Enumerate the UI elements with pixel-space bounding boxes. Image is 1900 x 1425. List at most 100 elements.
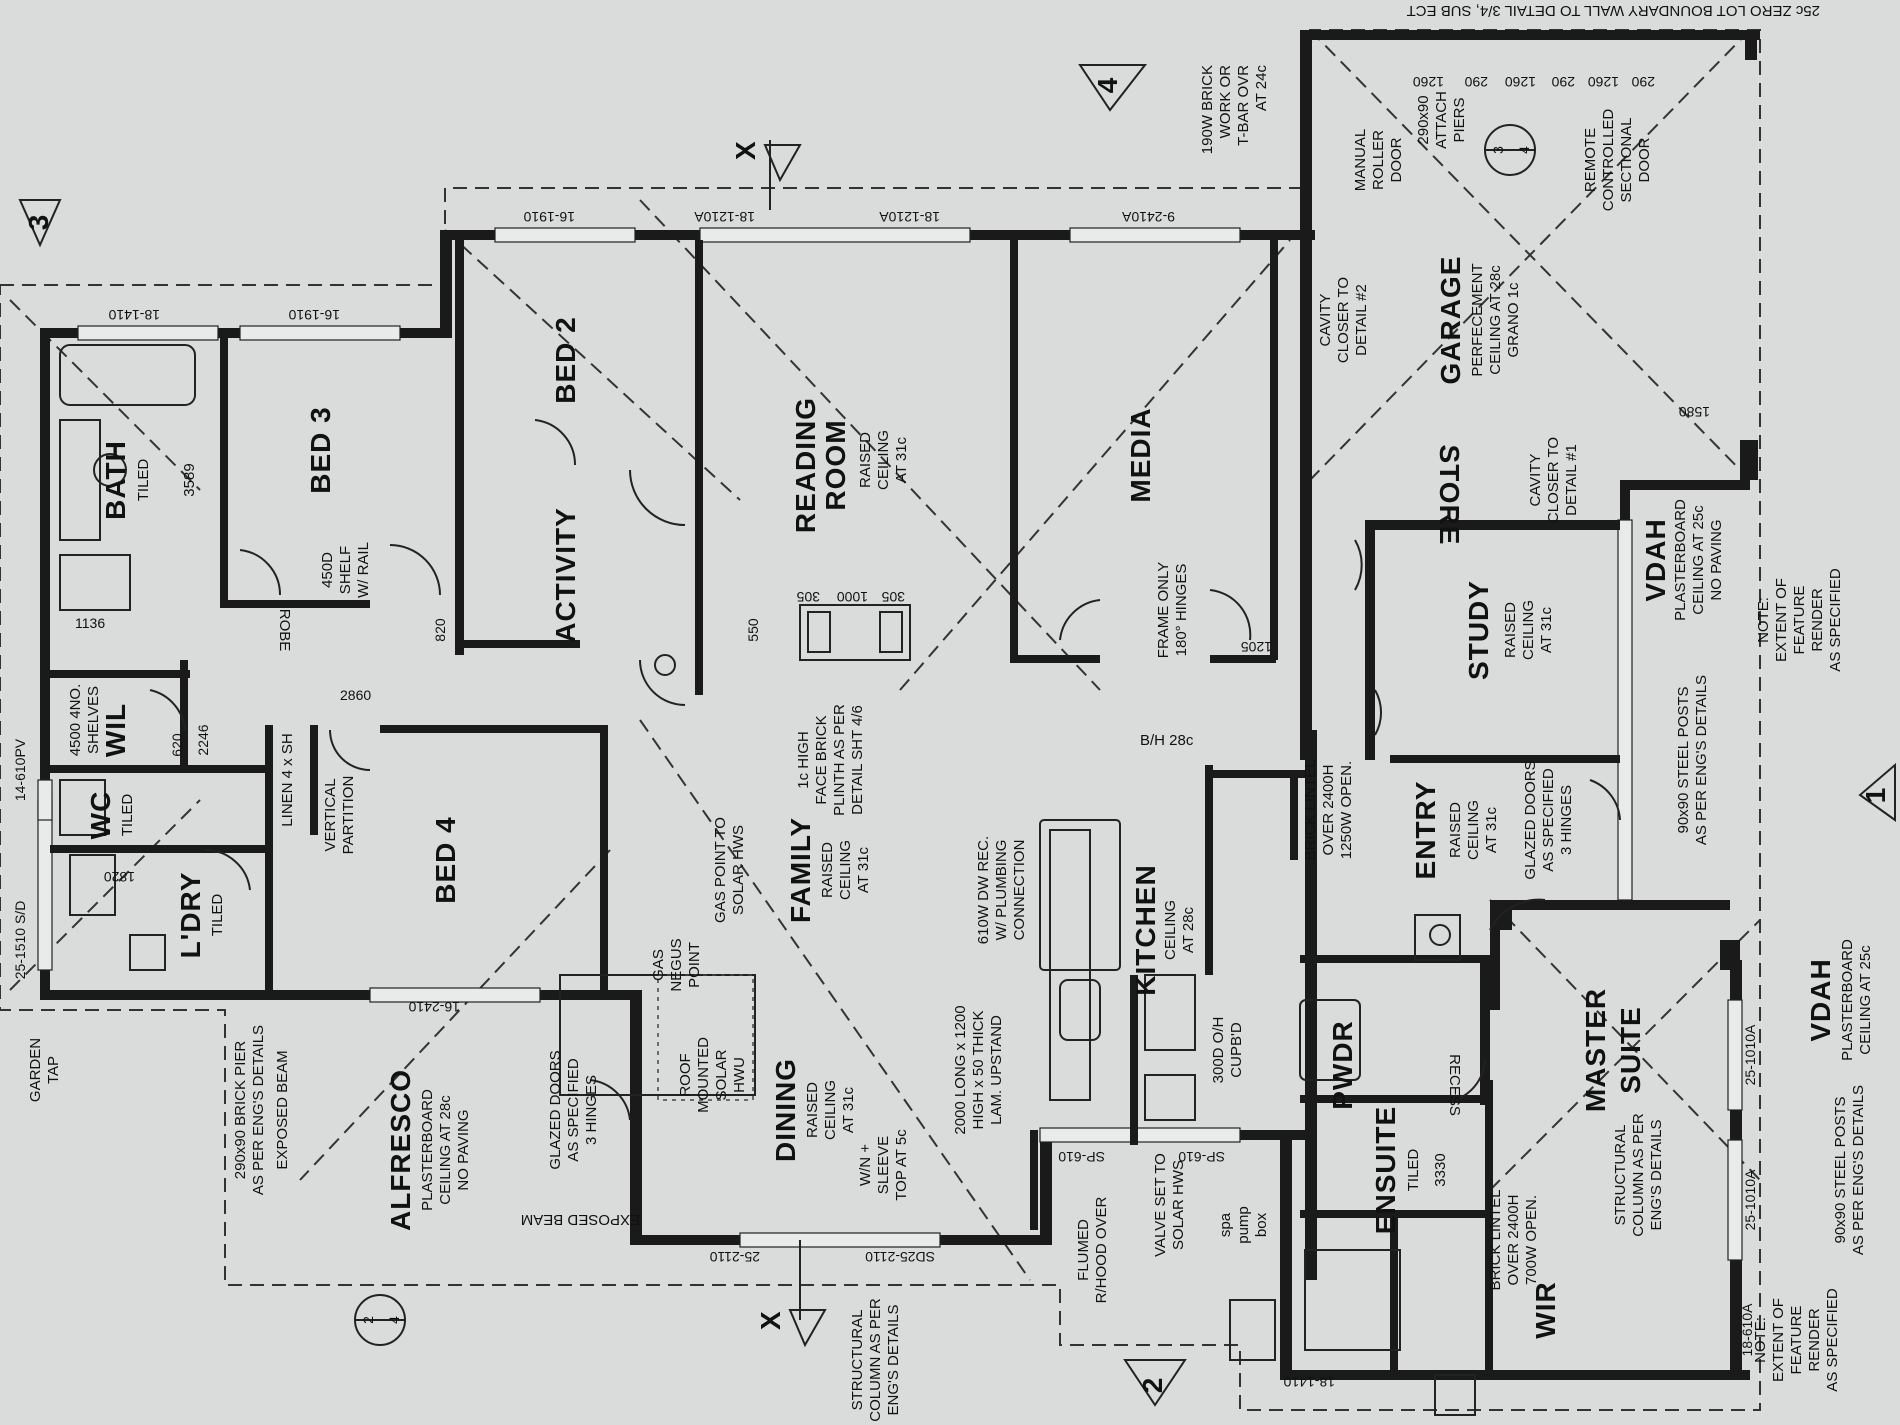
note-glazed-5: AS SPECIFIED [1540, 768, 1557, 872]
note-shelf-3: W/ RAIL [355, 542, 372, 598]
note-exposed-beam-1: EXPOSED BEAM [274, 1050, 291, 1169]
room-alfresco-sub2: CEILING AT 28c [437, 1095, 454, 1205]
note-gas-2: SOLAR HWS [730, 825, 747, 915]
dim-3: 16-1910 [523, 209, 575, 225]
room-pwdr: PWDR [1327, 1020, 1358, 1110]
note-glazed-1: GLAZED DOORS [547, 1050, 564, 1169]
note-struct-col-2: COLUMN AS PER [1630, 1113, 1647, 1237]
note-brickwork-4: AT 24c [1253, 65, 1270, 112]
note-remote-3: SECTIONAL [1618, 117, 1635, 202]
note-gas-1: GAS POINT TO [712, 817, 729, 923]
note-cavity2-a: CAVITY [1527, 453, 1544, 506]
dim-5: 18-1210A [879, 209, 940, 225]
note-garden-tap-1: GARDEN [27, 1038, 44, 1102]
note-cavity2-c: DETAIL #1 [1563, 444, 1580, 516]
note-negus-2: NEGUS [668, 938, 685, 991]
note-attach-2: ATTACH [1433, 91, 1450, 149]
dim-23: 1205 [1241, 639, 1272, 655]
note-extent-2: EXTENT OF [1773, 578, 1790, 662]
note-remote-1: REMOTE [1582, 128, 1599, 192]
dim-17: 290 [1631, 74, 1655, 90]
marker-2-4a: 2 [360, 1316, 376, 1324]
dim-35: 620 [169, 733, 185, 757]
note-spa-3: box [1253, 1212, 1270, 1237]
note-shelf-1: 450D [319, 552, 336, 588]
dim-22: 1820 [104, 869, 135, 885]
room-bath-num: 3589 [181, 463, 198, 496]
note-structural-3: ENG'S DETAILS [885, 1305, 902, 1416]
note-extent-1: NOTE: [1755, 597, 1772, 643]
note-roof-4: HWU [731, 1057, 748, 1093]
note-manual-1: MANUAL [1352, 129, 1369, 192]
note-sleeve-2: SLEEVE [875, 1136, 892, 1194]
room-ldry: L'DRY [175, 872, 206, 959]
room-garage: GARAGE [1435, 256, 1466, 385]
room-bath-tiled: TILED [135, 459, 152, 502]
room-family-sub1: RAISED [819, 842, 836, 898]
room-wil: WIL [100, 703, 131, 757]
note-glazed-3: 3 HINGES [583, 1075, 600, 1145]
room-bed4: BED 4 [430, 816, 461, 903]
note-extent-3: FEATURE [1791, 586, 1808, 655]
note-plinth-4: DETAIL SHT 4/6 [849, 705, 866, 815]
note-steel-2: AS PER ENG'S DETAILS [1693, 675, 1710, 845]
room-wc-tiled: TILED [119, 794, 136, 837]
dimensions: 18-1410 16-1910 16-1910 18-1210A 18-1210… [12, 74, 1758, 1390]
room-kitchen-sub1: CEILING [1162, 900, 1179, 960]
dim-10: 25-2110 [709, 1249, 760, 1265]
dim-31: 25-1010A [1742, 1169, 1758, 1230]
note-linen: LINEN 4 x SH [279, 733, 296, 826]
room-kitchen-sub2: AT 28c [1180, 906, 1197, 953]
room-dining-sub2: CEILING [822, 1080, 839, 1140]
note-remote-2: CONTROLLED [1600, 109, 1617, 212]
room-reading: READING [790, 397, 821, 533]
room-ensuite-num: 3330 [1432, 1153, 1449, 1186]
note-remote-4: DOOR [1636, 137, 1653, 182]
room-bath: BATH [100, 440, 131, 520]
room-reading-2: ROOM [820, 419, 851, 510]
note-steel-4: AS PER ENG'S DETAILS [1850, 1085, 1867, 1255]
room-vdah-2-sub1: PLASTERBOARD [1839, 939, 1856, 1061]
dim-11: SD25-2110 [865, 1249, 935, 1265]
note-bh: B/H 28c [1140, 732, 1194, 749]
interior-walls [50, 240, 1710, 1370]
note-sleeve-3: TOP AT 5c [893, 1129, 910, 1201]
note-extent-7: EXTENT OF [1770, 1298, 1787, 1382]
note-steel-1: 90x90 STEEL POSTS [1675, 686, 1692, 833]
note-cavity1-a: CAVITY [1317, 293, 1334, 346]
note-negus-1: GAS [650, 949, 667, 981]
note-shelf-2: SHELF [337, 546, 354, 594]
note-upstand-3: LAM. UPSTAND [988, 1015, 1005, 1125]
annotations: 25c ZERO LOT BOUNDARY WALL TO DETAIL 3/4… [27, 2, 1867, 1422]
note-garden-tap-2: TAP [45, 1056, 62, 1084]
room-bed3: BED 3 [305, 406, 336, 493]
note-sleeve-1: W/N + [857, 1144, 874, 1186]
note-plinth-2: FACE BRICK [813, 715, 830, 804]
room-ensuite-tiled: TILED [1405, 1149, 1422, 1192]
marker-1: 1 [1860, 787, 1891, 804]
marker-3-4a: 3 [1490, 146, 1506, 154]
note-negus-3: POINT [686, 942, 703, 988]
note-shelves-1: 4500 4NO. [67, 684, 84, 757]
note-attach-3: PIERS [1451, 97, 1468, 142]
door-swings [149, 419, 1621, 1121]
dim-9: 16-2410 [408, 999, 460, 1015]
note-extent-8: FEATURE [1788, 1306, 1805, 1375]
room-reading-sub1: RAISED [857, 432, 874, 488]
room-dining: DINING [770, 1058, 801, 1162]
note-attach-1: 290x90 [1415, 95, 1432, 144]
room-wc: WC [85, 791, 116, 840]
dim-14: 1260 [1505, 74, 1536, 90]
room-entry-sub2: CEILING [1465, 800, 1482, 860]
note-frame-only: FRAME ONLY [1155, 562, 1172, 658]
room-media: MEDIA [1125, 407, 1156, 502]
note-valve-2: SOLAR HWS [1170, 1160, 1187, 1250]
dim-18: 1580 [1679, 404, 1710, 420]
marker-3-4b: 4 [1516, 146, 1532, 154]
note-robe: ROBE [276, 609, 293, 652]
note-glazed-6: 3 HINGES [1558, 785, 1575, 855]
note-brickwork-1: 190W BRICK [1199, 65, 1216, 154]
room-activity: ACTIVITY [550, 507, 581, 643]
dim-30: 25-1010A [1742, 1024, 1758, 1085]
note-cupbd-1: 300D O/H [1210, 1017, 1227, 1084]
